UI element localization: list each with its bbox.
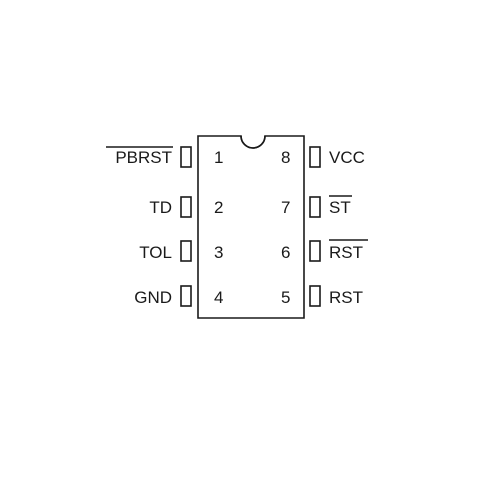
pin-lead	[180, 146, 192, 168]
left-pin-4: 4 GND	[134, 285, 223, 307]
pin-lead	[309, 196, 321, 218]
pin-number: 7	[281, 198, 290, 217]
pin-number: 1	[214, 148, 223, 167]
pin-label: ST	[329, 198, 351, 217]
pin-label: VCC	[329, 148, 365, 167]
right-pin-8: 8 VCC	[281, 146, 365, 168]
right-pin-6: 6 RST	[281, 239, 368, 262]
right-pin-7: 7 ST	[281, 195, 352, 218]
pin-number: 6	[281, 243, 290, 262]
pin-label: TD	[149, 198, 172, 217]
pin-label: PBRST	[115, 148, 172, 167]
pin-label: GND	[134, 288, 172, 307]
orientation-notch	[240, 135, 266, 149]
left-pin-2: 2 TD	[149, 196, 223, 218]
pin-label: RST	[329, 288, 363, 307]
pin-lead	[180, 240, 192, 262]
pin-number: 5	[281, 288, 290, 307]
pin-label: TOL	[139, 243, 172, 262]
left-pin-3: 3 TOL	[139, 240, 223, 262]
left-pin-1: 1 PBRST	[106, 146, 223, 168]
pin-number: 3	[214, 243, 223, 262]
pin-lead	[309, 146, 321, 168]
pin-label: RST	[329, 243, 363, 262]
pin-number: 8	[281, 148, 290, 167]
pin-lead	[180, 285, 192, 307]
pin-number: 2	[214, 198, 223, 217]
pin-number: 4	[214, 288, 223, 307]
pin-lead	[309, 285, 321, 307]
pin-lead	[309, 240, 321, 262]
pin-lead	[180, 196, 192, 218]
right-pin-5: 5 RST	[281, 285, 363, 307]
